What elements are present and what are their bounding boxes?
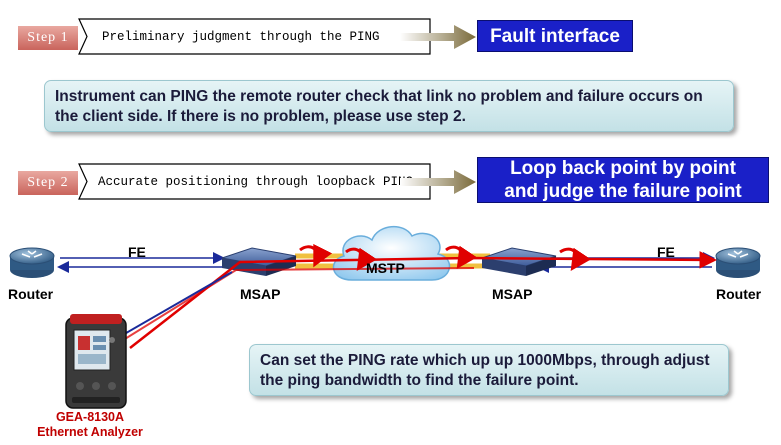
msap-right-label: MSAP [492,286,533,302]
info-box-1: Instrument can PING the remote router ch… [44,80,734,132]
step2-result-line2: and judge the failure point [504,181,742,202]
fe-left-label: FE [128,244,146,260]
tester-cable [113,271,233,341]
step1-arrow [400,25,476,49]
device-name: Ethernet Analyzer [37,425,143,439]
step1-result-box: Fault interface [477,20,633,52]
fe-link-left [57,252,225,273]
ping-signal-path [119,243,717,349]
msap-right-icon [481,247,557,276]
router-left-label: Router [8,286,54,302]
step1-badge: Step 1 [18,26,78,50]
step2-result-box: Loop back point by point and judge the f… [477,157,769,203]
step1-text: Preliminary judgment through the PING [102,30,380,44]
info-box-2: Can set the PING rate which up up 1000Mb… [249,344,729,396]
step2-frame [78,163,431,200]
msap-left-label: MSAP [240,286,281,302]
mstp-label: MSTP [366,260,405,276]
step2-badge: Step 2 [18,171,78,195]
router-left-icon [9,247,55,278]
step2-result-line1: Loop back point by point [510,158,736,179]
step2-text: Accurate positioning through loopback PI… [98,175,414,189]
router-right-icon [715,247,761,278]
device-model: GEA-8130A [55,410,125,424]
step1-frame [78,18,431,55]
ethernet-analyzer-icon [65,314,127,409]
fe-right-label: FE [657,244,675,260]
device-label: GEA-8130A Ethernet Analyzer [20,410,160,440]
step2-arrow [400,170,476,194]
network-diagram [9,226,761,409]
router-right-label: Router [716,286,762,302]
